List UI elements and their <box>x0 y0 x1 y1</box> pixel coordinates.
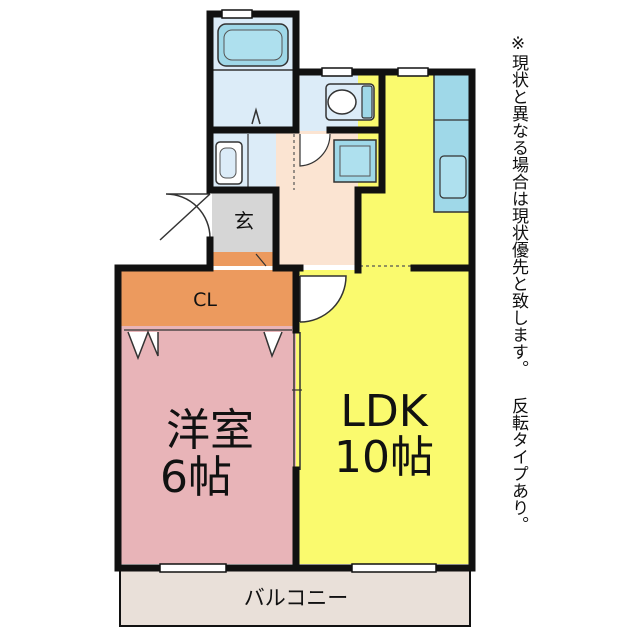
disclaimer-note: ※現状と異なる場合は現状優先と致します。 反転タイプあり。 <box>508 34 528 533</box>
toilet-door-swing <box>299 133 331 167</box>
closet-door-right <box>263 331 283 359</box>
washbasin-bowl <box>219 147 237 179</box>
ldk-door-swing <box>299 275 347 323</box>
ldk-size: 10帖 <box>334 432 434 483</box>
entrance-area <box>212 192 278 252</box>
entrance-label: 玄 <box>234 209 254 233</box>
western-room-name: 洋室 <box>166 405 254 456</box>
balcony-label: バルコニー <box>244 586 349 610</box>
bath-door-mark <box>251 107 261 125</box>
windows <box>159 9 437 573</box>
bathtub-inner <box>223 29 283 61</box>
closet-door-left <box>127 329 159 361</box>
ldk-area <box>296 270 472 564</box>
toilet-tank <box>361 85 373 119</box>
ldk-name: LDK <box>340 386 428 437</box>
washing-machine-drum <box>339 145 371 177</box>
western-room-area <box>120 326 296 564</box>
toilet-bowl <box>327 89 357 115</box>
entrance-door-leaf <box>159 193 211 241</box>
sink-icon <box>439 155 467 199</box>
closet-label: CL <box>193 289 217 311</box>
western-room-size: 6帖 <box>160 452 232 503</box>
entrance-step-line <box>255 253 267 267</box>
closet-area <box>120 270 296 326</box>
entrance-step <box>212 252 276 266</box>
balcony-area <box>119 569 471 627</box>
